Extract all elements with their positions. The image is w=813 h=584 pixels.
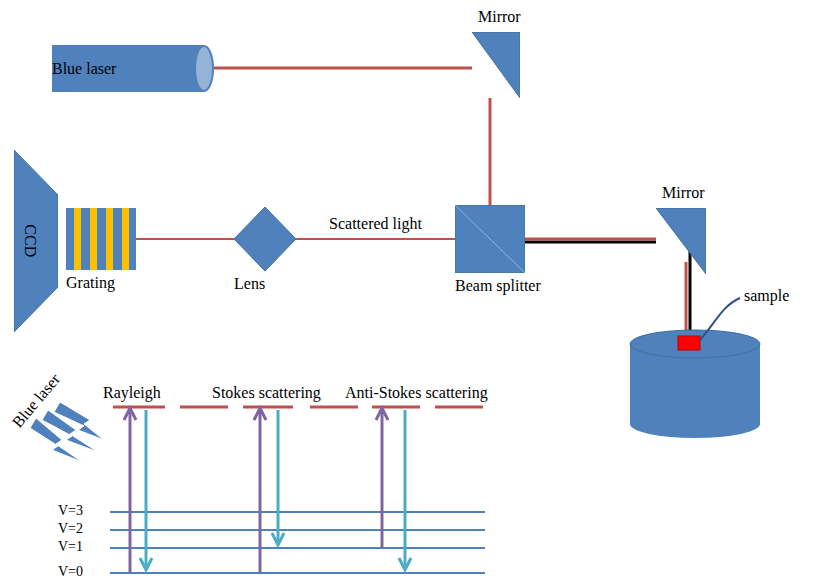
sample-label: sample [744,287,789,305]
vibrational-levels [110,512,485,573]
lens: Lens [234,207,296,271]
virtual-levels [113,406,483,409]
beam-splitter: Beam splitter [455,205,525,273]
node-text: CCD [22,225,40,258]
level-label: V=2 [58,521,83,536]
node-text: Grating [66,274,115,292]
level-label: V=3 [58,503,83,518]
node-text: Mirror [662,184,705,202]
process-label: Anti-Stokes scattering [345,384,488,402]
edge-label: Scattered light [329,215,422,233]
node-text: Mirror [478,8,521,26]
sample-stage [630,298,760,438]
level-label: V=0 [58,564,83,579]
process-label: Rayleigh [103,384,161,402]
beam-connector [214,68,472,69]
beam-connector [296,239,455,240]
diffraction-grating-shape [66,208,136,270]
process-label: Stokes scattering [212,384,321,402]
node-text: Beam splitter [455,277,541,295]
mirror-shape [472,32,520,98]
laser-bolts [30,402,104,462]
beam-connector [490,98,491,205]
ccd-detector: CCD [14,150,58,332]
mirror-shape [656,208,706,274]
mirror: Mirror [472,32,520,98]
mirror: Mirror [656,208,706,274]
transition-arrows [124,408,411,573]
node-text: Blue laser [52,60,116,78]
beam-splitter-shape [455,205,525,273]
diffraction-grating: Grating [66,208,136,270]
level-label: V=1 [58,539,83,554]
node-text: Lens [234,275,265,293]
beam-connector [525,239,656,242]
laser-source: Blue laser [52,45,214,92]
lens-shape [234,207,296,271]
beam-connector [136,239,234,240]
